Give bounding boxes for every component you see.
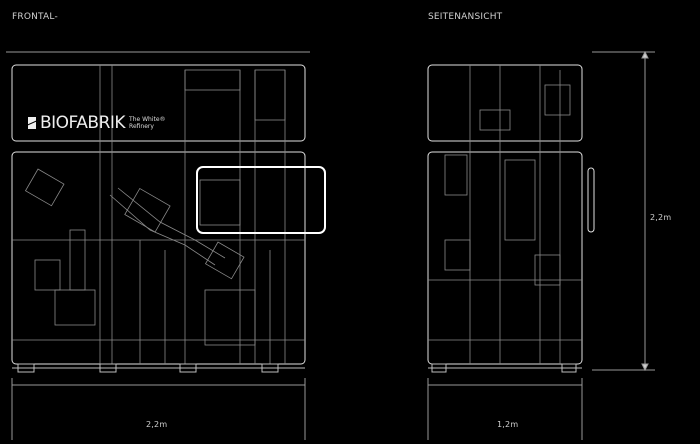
- front-feet: [12, 363, 305, 373]
- front-width-label: 2,2m: [146, 420, 168, 429]
- logo-tagline-line2: Refinery: [129, 123, 154, 130]
- side-height-label: 2,2m: [650, 213, 672, 222]
- front-internals: [12, 65, 305, 364]
- front-width-dimension: [11, 378, 306, 440]
- side-view-title: SEITENANSICHT: [428, 12, 503, 22]
- side-feet: [428, 363, 582, 373]
- biofabrik-logo: BIOFABRIK The White® Refinery: [28, 113, 166, 133]
- side-handle: [587, 167, 595, 233]
- front-body: [11, 151, 306, 365]
- front-view-title: FRONTAL-: [12, 12, 58, 22]
- front-top-module: [11, 64, 306, 142]
- logo-tagline-line1: The White®: [129, 116, 166, 123]
- side-height-dimension: [592, 50, 655, 372]
- side-top-module: [427, 64, 583, 142]
- side-view: [427, 50, 655, 440]
- front-view: [6, 51, 326, 440]
- side-internals: [428, 65, 582, 364]
- side-width-label: 1,2m: [497, 420, 519, 429]
- logo-mark-icon: [28, 117, 36, 129]
- side-body: [427, 151, 583, 365]
- logo-tagline: The White® Refinery: [129, 116, 166, 130]
- side-width-dimension: [427, 378, 583, 440]
- logo-brand: BIOFABRIK: [40, 113, 126, 133]
- highlight-box: [196, 166, 326, 234]
